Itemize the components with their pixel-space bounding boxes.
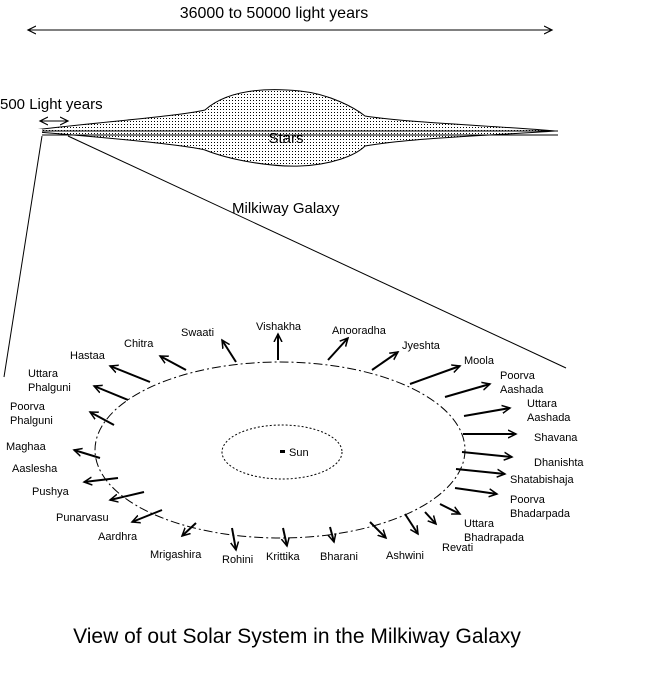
nakshatra-label: Aardhra [98,531,138,543]
nakshatra-arrow [371,352,398,371]
nakshatra-arrow [461,451,512,457]
nakshatra-arrow [132,509,163,522]
nakshatra-label: Swaati [181,327,214,339]
nakshatra-label: Punarvasu [56,512,109,524]
stars-label: Stars [268,130,303,147]
nakshatra-arrow [90,411,115,426]
nakshatra-arrow [110,491,145,500]
nakshatra-label: Chitra [124,338,154,350]
nakshatra-label: Uttara Aashada [527,398,571,424]
nakshatra-arrow [444,384,490,398]
nakshatra-label: Bharani [320,551,358,563]
nakshatra-label: Maghaa [6,441,47,453]
nakshatra-arrow [74,450,101,459]
nakshatra-arrow [455,468,505,474]
galaxy-name-label: Milkiway Galaxy [232,200,340,217]
thickness-label: 500 Light years [0,96,103,113]
nakshatra-label: Krittika [266,551,301,563]
zoom-line-left [3,135,43,378]
nakshatra-arrow [222,340,237,363]
nakshatra-arrow [327,338,348,361]
nakshatra-label: Poorva Aashada [500,370,544,396]
nakshatra-label: Moola [464,355,495,367]
nakshatra-arrow [283,527,287,546]
nakshatra-label: Aaslesha [12,463,58,475]
nakshatra-arrow [454,487,497,494]
nakshatra-arrow [439,503,460,515]
nakshatra-label: Vishakha [256,321,302,333]
nakshatra-label: Mrigashira [150,549,202,561]
nakshatra-arrow [84,478,119,482]
nakshatra-label: Shavana [534,432,578,444]
caption: View of out Solar System in the Milkiway… [73,625,521,648]
nakshatra-arrow [404,513,418,534]
sun-label: Sun [289,447,309,459]
zodiac-ring [94,361,466,539]
earth-orbit [221,424,343,480]
nakshatra-arrow [409,366,460,385]
nakshatra-label: Rohini [222,554,253,566]
nakshatra-label: Ashwini [386,550,424,562]
nakshatra-label: Uttara Bhadrapada [464,518,525,544]
nakshatra-arrow [369,521,386,538]
nakshatra-arrow [110,366,151,383]
nakshatra-label: Anooradha [332,325,387,337]
nakshatra-label: Poorva Phalguni [10,401,53,427]
nakshatra-label: Uttara Phalguni [28,368,71,394]
sun-marker [280,450,285,453]
zoom-line-right [67,135,567,369]
nakshatra-label: Jyeshta [402,340,441,352]
nakshatra-label: Hastaa [70,350,106,362]
galaxy-width-label: 36000 to 50000 light years [180,5,369,22]
nakshatra-label: Poorva Bhadarpada [510,494,571,520]
nakshatra-arrow [182,522,197,536]
nakshatra-arrow [424,511,436,524]
nakshatra-label: Pushya [32,486,70,498]
nakshatra-arrow [463,408,510,417]
galaxy-edge-gap [14,129,42,137]
galaxy-disk [24,89,556,167]
nakshatra-label: Dhanishta [534,457,584,469]
nakshatra-label: Revati [442,542,473,554]
nakshatra-label: Shatabishaja [510,474,574,486]
nakshatra-arrow [94,386,129,401]
nakshatra-arrow [160,355,187,371]
nakshatra-arrows [74,334,516,550]
nakshatra-arrow [232,527,236,550]
nakshatra-arrow [330,526,334,542]
